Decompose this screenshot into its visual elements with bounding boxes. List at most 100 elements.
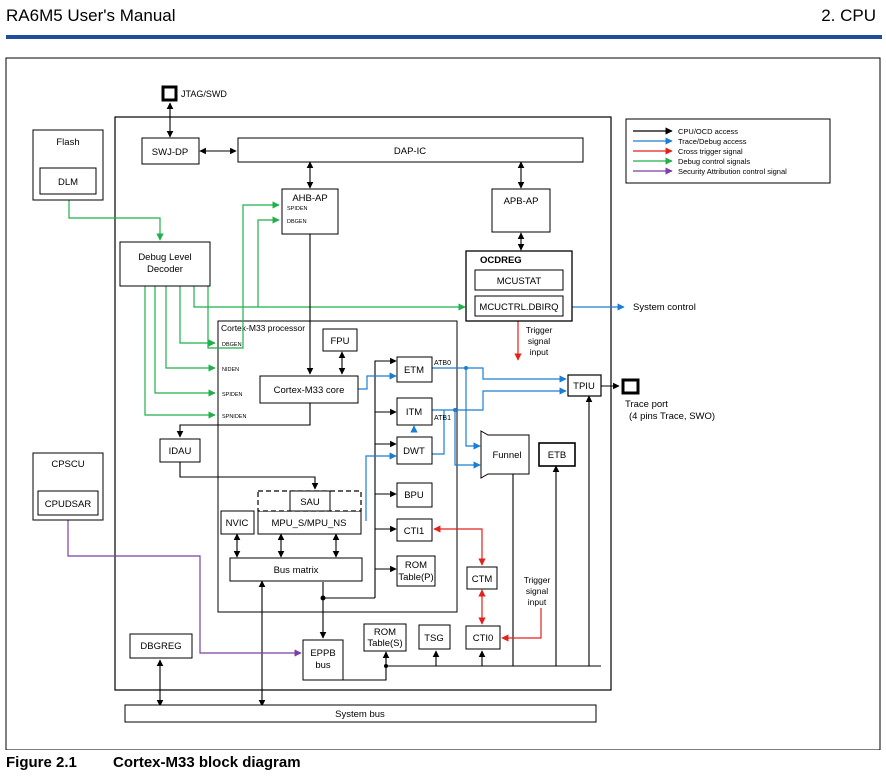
trigger-label-3: input xyxy=(530,347,549,357)
cti0-label: CTI0 xyxy=(473,633,494,644)
diagram-frame xyxy=(5,57,881,750)
bus-matrix-block xyxy=(229,557,363,582)
tsg-block xyxy=(418,624,451,650)
rom-s-label-2: Table(S) xyxy=(367,638,402,649)
sig-spniden-label: SPNIDEN xyxy=(222,414,246,420)
legend-security: Security Attribution control signal xyxy=(678,167,787,176)
funnel-label: Funnel xyxy=(492,450,521,461)
trigger-label-2: signal xyxy=(528,336,550,346)
apb-ap-block xyxy=(491,188,551,233)
ahb-spiden-label: SPIDEN xyxy=(287,206,308,212)
cpudsar-label: CPUDSAR xyxy=(45,499,92,510)
nvic-label: NVIC xyxy=(226,518,249,529)
ctm-label: CTM xyxy=(472,574,493,585)
eppb-label-1: EPPB xyxy=(310,648,335,659)
figure-number: Figure 2.1 xyxy=(6,754,77,771)
cortex-m33-block-diagram: Cortex-M33 processor xyxy=(5,57,881,750)
rom-p-label-1: ROM xyxy=(405,560,427,571)
section-title: 2. CPU xyxy=(821,6,876,25)
security-attribution-line xyxy=(67,520,302,657)
mpu-label: MPU_S/MPU_NS xyxy=(272,518,347,529)
cpscu-label: CPSCU xyxy=(51,459,84,470)
sig-dbgen-label: DBGEN xyxy=(222,342,242,348)
etm-block xyxy=(396,356,433,383)
dlm-block xyxy=(39,167,97,195)
sig-spiden-label: SPIDEN xyxy=(222,392,243,398)
fpu-label: FPU xyxy=(331,336,350,347)
funnel-block xyxy=(480,430,530,479)
figure-title: Cortex-M33 block diagram xyxy=(113,754,301,771)
cti0-block xyxy=(465,625,501,650)
debug-control-lines xyxy=(68,200,466,419)
cti1-block xyxy=(396,518,433,542)
itm-block xyxy=(396,397,433,426)
legend-debug-control: Debug control signals xyxy=(678,157,750,166)
dwt-block xyxy=(396,436,433,465)
fpu-block xyxy=(322,328,358,352)
trigger2-label-1: Trigger xyxy=(524,575,551,585)
mcustat-block xyxy=(474,269,564,291)
sig-niden-label: NIDEN xyxy=(222,367,239,373)
flash-label: Flash xyxy=(56,137,79,148)
atb1-label: ATB1 xyxy=(434,415,451,422)
tsg-label: TSG xyxy=(424,633,444,644)
cti1-label: CTI1 xyxy=(404,526,425,537)
cortex-core-block xyxy=(259,375,359,404)
legend-trace-debug: Trace/Debug access xyxy=(678,137,747,146)
dlm-label: DLM xyxy=(58,177,78,188)
cortex-processor-label: Cortex-M33 processor xyxy=(221,323,305,333)
ahb-dbgen-label: DBGEN xyxy=(287,219,307,225)
rom-table-s-block xyxy=(363,623,407,652)
idau-block xyxy=(159,438,201,463)
system-bus-label: System bus xyxy=(335,709,385,720)
ahb-ap-block xyxy=(281,188,339,235)
sau-label: SAU xyxy=(300,497,320,508)
trace-port-connector xyxy=(621,378,640,395)
bus-matrix-label: Bus matrix xyxy=(274,565,319,576)
ocdreg-label: OCDREG xyxy=(480,255,522,266)
trace-port-label-1: Trace port xyxy=(625,399,668,410)
rom-s-label-1: ROM xyxy=(374,627,396,638)
jtag-swd-label: JTAG/SWD xyxy=(181,89,227,99)
rom-p-label-2: Table(P) xyxy=(398,572,433,583)
trigger-label-1: Trigger xyxy=(526,325,553,335)
dwt-label: DWT xyxy=(403,446,425,457)
mcuctrl-label: MCUCTRL.DBIRQ xyxy=(479,302,558,313)
manual-title: RA6M5 User's Manual xyxy=(6,6,176,25)
legend-cross-trigger: Cross trigger signal xyxy=(678,147,743,156)
bpu-label: BPU xyxy=(404,490,424,501)
trigger2-label-2: signal xyxy=(526,586,548,596)
swj-dp-label: SWJ-DP xyxy=(152,147,188,158)
cortex-core-label: Cortex-M33 core xyxy=(274,385,345,396)
bpu-block xyxy=(396,482,433,508)
legend-cpu-ocd: CPU/OCD access xyxy=(678,127,738,136)
nvic-block xyxy=(220,510,255,535)
ctm-block xyxy=(466,566,498,590)
tpiu-block xyxy=(567,374,602,397)
rom-table-p-block xyxy=(396,555,436,587)
idau-label: IDAU xyxy=(169,446,192,457)
etb-label: ETB xyxy=(548,450,566,461)
cortex-processor-outline xyxy=(217,320,458,613)
eppb-label-2: bus xyxy=(315,660,331,671)
sau-block xyxy=(289,490,331,512)
system-bus-block xyxy=(124,704,597,723)
dap-ic-label: DAP-IC xyxy=(394,146,426,157)
etm-label: ETM xyxy=(404,365,424,376)
trigger2-label-3: input xyxy=(528,597,547,607)
system-control-label: System control xyxy=(633,302,696,313)
atb0-label: ATB0 xyxy=(434,360,451,367)
trace-port-label-2: (4 pins Trace, SWO) xyxy=(629,411,715,422)
mcustat-label: MCUSTAT xyxy=(497,276,542,287)
apb-ap-label: APB-AP xyxy=(504,196,539,207)
ahb-ap-label: AHB-AP xyxy=(292,193,327,204)
trace-debug-lines xyxy=(358,303,625,521)
debug-level-decoder-block xyxy=(119,241,211,287)
eppb-bus-block xyxy=(302,639,344,681)
mcuctrl-block xyxy=(474,295,564,317)
dbgreg-block xyxy=(129,633,193,659)
cpu-ocd-lines xyxy=(156,102,620,707)
tpiu-label: TPIU xyxy=(573,381,595,392)
jtag-connector xyxy=(161,85,178,102)
dbgreg-label: DBGREG xyxy=(140,641,181,652)
